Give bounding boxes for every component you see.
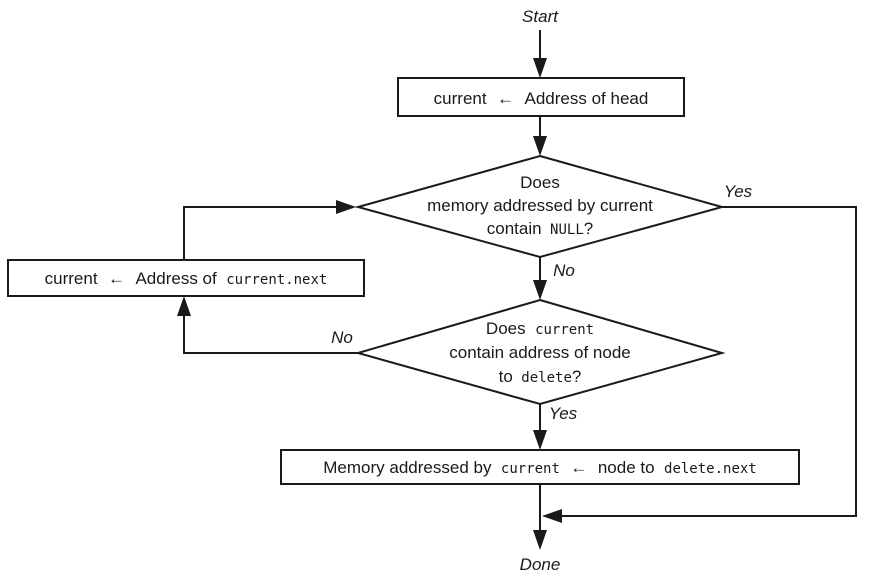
null-check-null: NULL <box>550 222 584 238</box>
null-no-label: No <box>553 261 575 280</box>
update-pre: Memory addressed by <box>323 458 492 477</box>
match-check-delete: delete <box>521 370 572 386</box>
null-check-line3: contain NULL? <box>487 219 593 238</box>
init-current-text: current ← Address of head <box>434 89 649 108</box>
null-check-decision <box>354 154 726 259</box>
arrowhead-start-init <box>533 58 547 78</box>
connector-null-yes <box>562 206 857 517</box>
null-check-line2: memory addressed by current <box>427 196 653 215</box>
match-check-to: to <box>499 367 513 386</box>
null-check-contain: contain <box>487 219 542 238</box>
match-check-line1: Does current <box>486 319 594 338</box>
update-mono: delete.next <box>664 461 757 477</box>
done-label: Done <box>520 555 561 574</box>
init-arrow: ← <box>497 89 514 108</box>
null-check-line1: Does <box>520 173 560 192</box>
match-check-does: Does <box>486 319 526 338</box>
advance-arrow: ← <box>108 269 125 288</box>
connector-advance-loop <box>183 206 336 260</box>
null-check-qmark: ? <box>584 219 593 238</box>
advance-mono: current.next <box>226 272 327 288</box>
init-var: current <box>434 89 487 108</box>
update-arrow: ← <box>570 458 587 477</box>
match-check-current: current <box>535 322 594 338</box>
arrowhead-update-done <box>533 530 547 550</box>
update-memory-box <box>280 449 800 485</box>
init-rest: Address of head <box>525 89 649 108</box>
connector-match-no <box>183 316 358 354</box>
null-yes-label: Yes <box>724 182 753 201</box>
match-check-line2: contain address of node <box>449 343 630 362</box>
match-yes-label: Yes <box>549 404 578 423</box>
arrowhead-null-no <box>533 280 547 300</box>
update-var: current <box>501 461 560 477</box>
match-check-qmark: ? <box>572 367 581 386</box>
match-check-line3: to delete? <box>499 367 582 386</box>
arrowhead-match-no <box>177 296 191 316</box>
advance-current-box <box>7 259 365 297</box>
advance-var: current <box>45 269 98 288</box>
arrowhead-init-null-decision <box>533 136 547 156</box>
arrowhead-match-yes <box>533 430 547 450</box>
update-memory-text: Memory addressed by current ← node to de… <box>323 458 756 477</box>
advance-rest: Address of <box>135 269 217 288</box>
match-no-label: No <box>331 328 353 347</box>
init-current-box <box>397 77 685 117</box>
arrowhead-null-yes <box>542 509 562 523</box>
connectors <box>177 30 857 550</box>
match-check-decision <box>354 298 726 406</box>
arrowhead-advance-loop <box>336 200 356 214</box>
update-node-to: node to <box>598 458 655 477</box>
start-label: Start <box>522 7 559 26</box>
advance-current-text: current ← Address of current.next <box>45 269 328 288</box>
